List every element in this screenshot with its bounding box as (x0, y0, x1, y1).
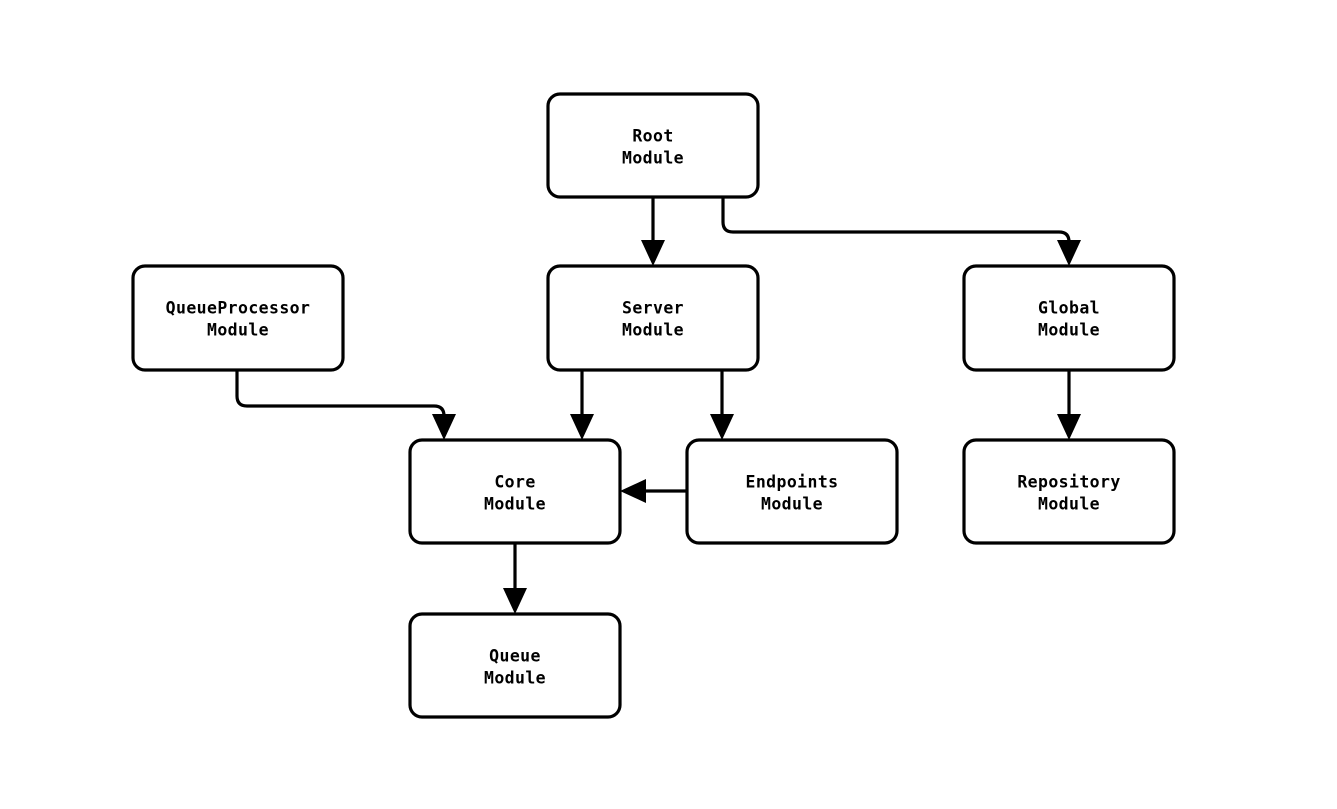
node-server-module-label-line1: Server (622, 299, 684, 318)
node-repository-module-box[interactable] (962, 438, 1176, 545)
edge-endpoints-to-core-arrowhead (620, 479, 646, 503)
node-endpoints-module[interactable]: Endpoints Module (685, 438, 899, 545)
edge-root-to-global (721, 197, 1081, 266)
node-queueprocessor-module[interactable]: QueueProcessor Module (131, 264, 345, 372)
node-server-module-box[interactable] (546, 264, 760, 372)
node-root-module[interactable]: Root Module (546, 92, 760, 199)
node-queueprocessor-module-label-line1: QueueProcessor (166, 299, 311, 318)
node-queue-module-label-line1: Queue (489, 647, 541, 666)
node-queueprocessor-module-label-line2: Module (207, 321, 269, 340)
edge-root-to-global-arrowhead (1057, 240, 1081, 266)
edge-root-to-global-line (721, 197, 1071, 247)
node-global-module-label-line1: Global (1038, 299, 1100, 318)
edge-root-to-server-arrowhead (641, 240, 665, 266)
node-layer: Root Module QueueProcessor Module Server… (131, 92, 1176, 719)
node-queue-module-label-line2: Module (484, 669, 546, 688)
edge-global-to-repository (1057, 370, 1081, 440)
edge-server-to-core-arrowhead (570, 414, 594, 440)
node-root-module-box[interactable] (546, 92, 760, 199)
node-core-module[interactable]: Core Module (408, 438, 622, 545)
edge-endpoints-to-core (620, 479, 687, 503)
edge-queueprocessor-to-core-line (235, 370, 446, 421)
node-core-module-label-line2: Module (484, 495, 546, 514)
node-queue-module[interactable]: Queue Module (408, 612, 622, 719)
node-global-module[interactable]: Global Module (962, 264, 1176, 372)
node-endpoints-module-box[interactable] (685, 438, 899, 545)
edge-core-to-queue-arrowhead (503, 588, 527, 614)
edge-server-to-endpoints-arrowhead (710, 414, 734, 440)
node-core-module-label-line1: Core (494, 473, 535, 492)
node-core-module-box[interactable] (408, 438, 622, 545)
node-repository-module[interactable]: Repository Module (962, 438, 1176, 545)
node-global-module-label-line2: Module (1038, 321, 1100, 340)
node-root-module-label-line2: Module (622, 149, 684, 168)
node-endpoints-module-label-line2: Module (761, 495, 823, 514)
node-repository-module-label-line1: Repository (1017, 473, 1120, 492)
edge-layer (235, 197, 1081, 614)
edge-queueprocessor-to-core-arrowhead (432, 414, 456, 440)
edge-global-to-repository-arrowhead (1057, 414, 1081, 440)
node-server-module-label-line2: Module (622, 321, 684, 340)
edge-root-to-server (641, 197, 665, 266)
node-endpoints-module-label-line1: Endpoints (745, 473, 838, 492)
edge-core-to-queue (503, 543, 527, 614)
node-global-module-box[interactable] (962, 264, 1176, 372)
node-repository-module-label-line2: Module (1038, 495, 1100, 514)
node-root-module-label-line1: Root (632, 127, 673, 146)
node-queue-module-box[interactable] (408, 612, 622, 719)
edge-server-to-endpoints (710, 370, 734, 440)
node-server-module[interactable]: Server Module (546, 264, 760, 372)
edge-server-to-core (570, 370, 594, 440)
node-queueprocessor-module-box[interactable] (131, 264, 345, 372)
edge-queueprocessor-to-core (235, 370, 456, 440)
